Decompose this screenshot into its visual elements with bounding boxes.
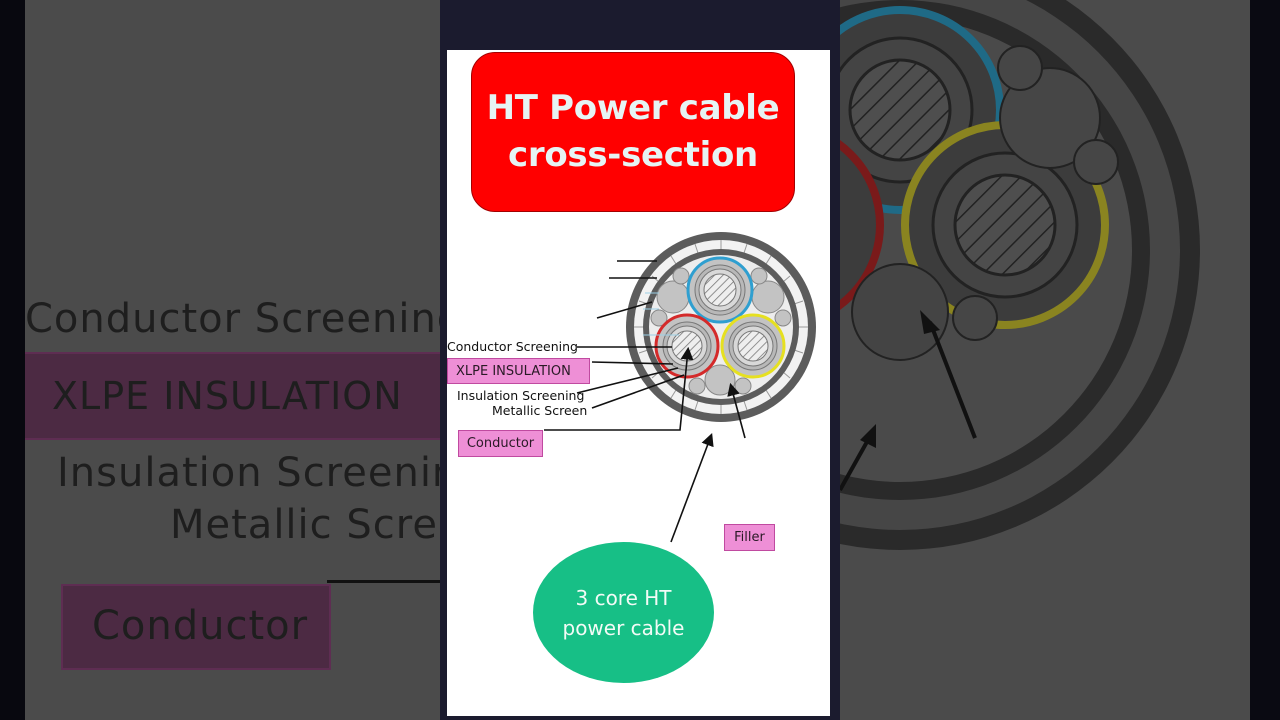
zoomed-cable-illustration xyxy=(840,0,1200,550)
filler-arrow xyxy=(727,382,746,439)
label-xlpe-insulation: XLPE INSULATION xyxy=(447,358,590,384)
backdrop-leader-line xyxy=(327,580,440,583)
label-conductor: Conductor xyxy=(458,430,543,457)
title-banner: HT Power cable cross-section xyxy=(471,52,795,212)
title-text: HT Power cable cross-section xyxy=(487,85,780,179)
label-conductor-screening: Conductor Screening xyxy=(447,339,578,354)
cable-type-bubble: 3 core HT power cable xyxy=(533,542,714,683)
diagram-card: HT Power cable cross-section xyxy=(447,50,830,716)
cable-cross-section xyxy=(544,232,816,543)
leader-lines-top xyxy=(596,260,657,319)
backdrop-xlpe-insulation: XLPE INSULATION xyxy=(52,374,403,418)
core-blue xyxy=(686,256,754,324)
backdrop-conductor: Conductor xyxy=(92,603,309,649)
core-yellow xyxy=(720,313,786,379)
title-line-1: HT Power cable xyxy=(486,88,780,128)
backdrop-metallic-screen: Metallic Screen xyxy=(170,502,440,548)
backdrop-conductor-box xyxy=(61,584,331,670)
core-red xyxy=(654,313,720,379)
title-line-2: cross-section xyxy=(508,135,758,175)
backdrop-insulation-screening: Insulation Screening xyxy=(57,450,440,496)
video-frame: HT Power cable cross-section xyxy=(440,0,840,720)
bubble-arrow xyxy=(670,433,714,543)
label-metallic-screen: Metallic Screen xyxy=(492,403,588,418)
label-filler: Filler xyxy=(724,524,775,551)
bubble-text: 3 core HT power cable xyxy=(562,585,685,640)
right-blurred-backdrop xyxy=(840,0,1280,720)
label-insulation-screening: Insulation Screening xyxy=(457,388,585,403)
right-edge xyxy=(1250,0,1280,720)
faint-marks xyxy=(643,292,679,336)
backdrop-xlpe-band xyxy=(25,352,440,440)
leader-lines-labels xyxy=(544,346,694,431)
filler-text: Filler xyxy=(734,530,765,545)
conductor-text: Conductor xyxy=(466,436,535,451)
backdrop-conductor-screening: Conductor Screening xyxy=(25,296,440,342)
left-blurred-backdrop: Conductor Screening XLPE INSULATION Insu… xyxy=(0,0,440,720)
xlpe-insulation-text: XLPE INSULATION xyxy=(456,363,571,379)
